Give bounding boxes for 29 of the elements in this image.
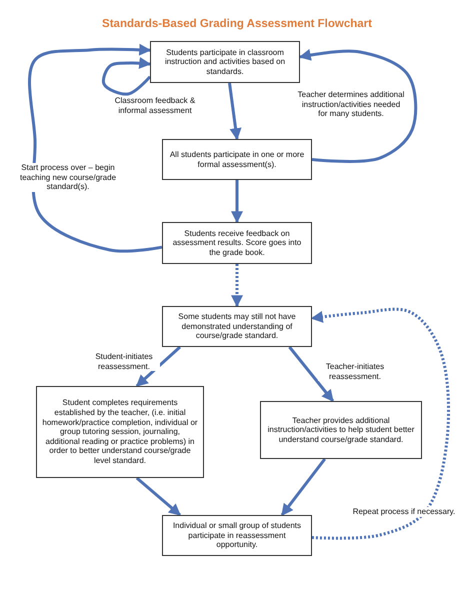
- arrow: [288, 346, 334, 402]
- box-text: Student completes requirements established by the teacher, (i.e. initial homework/practice completion, individual or group tutoring session, journaling, additional reading or practice problems) in order to better understand course/grade level standard.: [42, 398, 198, 466]
- title: Standards-Based Grading Assessment Flowchart: [102, 18, 372, 30]
- box-text: Students participate in classroom instruction and activities based on standards.: [164, 48, 286, 76]
- process-box: [36, 386, 204, 478]
- arrow: [231, 180, 243, 224]
- arrow: [298, 49, 418, 163]
- box-text: Teacher provides additional instruction/activities to help student better understand course/grade standard.: [266, 416, 416, 444]
- arrow: [280, 458, 326, 516]
- edge-label: Classroom feedback & informal assessment: [112, 96, 198, 116]
- dotted-arrow: [310, 308, 450, 540]
- process-box: [162, 515, 312, 556]
- arrow: [228, 82, 242, 140]
- box-text: Students receive feedback on assessment results. Score goes into the grade book.: [172, 228, 302, 258]
- box-text: All students participate in one or more formal assessment(s).: [168, 150, 306, 170]
- process-box: [150, 41, 300, 83]
- edge-label: Repeat process if necessary.: [352, 507, 456, 517]
- process-box: [162, 139, 312, 180]
- arrow: [102, 57, 152, 96]
- edge-label: Teacher determines additional instruction/activities needed for many students.: [297, 90, 405, 119]
- arrow: [136, 476, 181, 516]
- box-text: Some students may still not have demonstrated understanding of course/grade standard.: [177, 312, 297, 341]
- dotted-arrow: [231, 264, 243, 308]
- arrow: [28, 44, 162, 253]
- box-text: Individual or small group of students participate in reassessment opportunity.: [172, 521, 302, 550]
- arrow: [136, 346, 181, 388]
- process-box: [260, 401, 422, 459]
- process-box: [162, 222, 312, 264]
- process-box: [162, 306, 312, 347]
